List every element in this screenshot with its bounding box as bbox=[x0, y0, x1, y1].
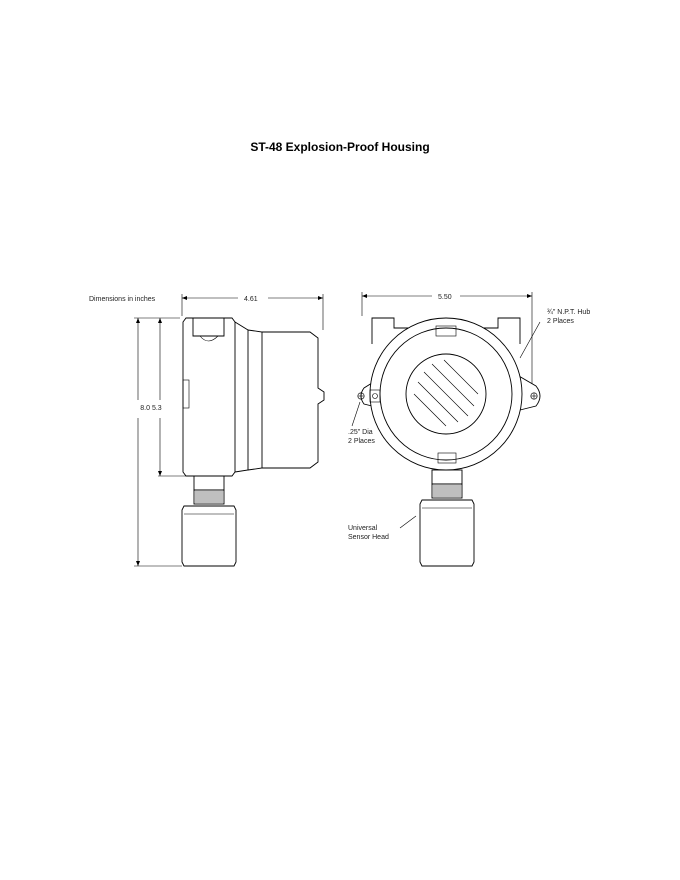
page-title: ST-48 Explosion-Proof Housing bbox=[250, 140, 430, 154]
hub-label-line2: 2 Places bbox=[547, 318, 574, 325]
hole-label-line2: 2 Places bbox=[348, 438, 375, 445]
dimensions-note: Dimensions in inches bbox=[89, 296, 156, 303]
front-width-label: 5.50 bbox=[438, 294, 452, 301]
side-height-label: 8.0 5.3 bbox=[140, 405, 162, 412]
hole-label-line1: .25" Dia bbox=[348, 429, 373, 436]
sensor-label-line2: Sensor Head bbox=[348, 534, 389, 541]
front-dimensions bbox=[351, 292, 541, 529]
side-view bbox=[181, 317, 325, 567]
side-width-label: 4.61 bbox=[244, 296, 258, 303]
front-view bbox=[357, 317, 541, 567]
hub-label-line1: ¾" N.P.T. Hub bbox=[547, 309, 590, 316]
labels: Dimensions in inches 4.61 5.50 8.0 5.3 ¾… bbox=[89, 294, 590, 541]
sensor-label-line1: Universal bbox=[348, 525, 378, 532]
side-dimensions bbox=[134, 294, 324, 567]
